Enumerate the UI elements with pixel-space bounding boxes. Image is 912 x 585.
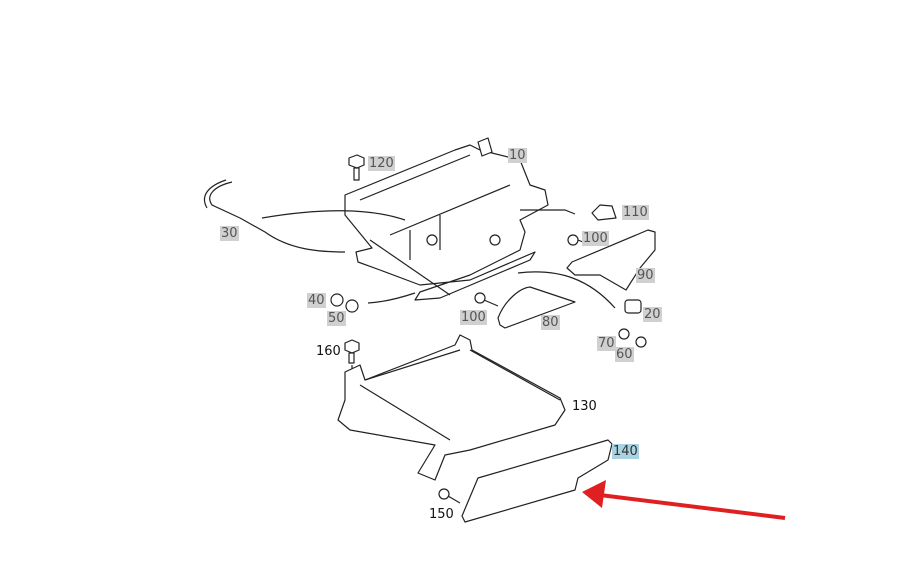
- label-70[interactable]: 70: [597, 336, 616, 351]
- label-130[interactable]: 130: [572, 399, 597, 414]
- lower-seat-frame-130: [337, 334, 566, 481]
- screw-100-lower: [474, 292, 499, 307]
- label-110[interactable]: 110: [622, 205, 649, 220]
- cover-90: [566, 229, 656, 291]
- label-20[interactable]: 20: [643, 307, 662, 322]
- parts-20-70-60: [618, 299, 647, 348]
- label-120[interactable]: 120: [368, 156, 395, 171]
- cover-80: [497, 286, 576, 329]
- part-110: [591, 204, 617, 221]
- upper-seat-frame: [344, 137, 576, 301]
- label-30[interactable]: 30: [220, 226, 239, 241]
- pointer-arrow-icon: [582, 480, 786, 520]
- bushing-40-50: [330, 293, 359, 313]
- cover-140: [461, 439, 613, 523]
- label-50[interactable]: 50: [327, 311, 346, 326]
- screw-150: [438, 488, 461, 504]
- label-140-highlighted[interactable]: 140: [612, 444, 639, 459]
- label-160[interactable]: 160: [316, 344, 341, 359]
- label-150[interactable]: 150: [429, 507, 454, 522]
- label-100-upper[interactable]: 100: [582, 231, 609, 246]
- label-60[interactable]: 60: [615, 347, 634, 362]
- bolt-120: [348, 154, 365, 181]
- label-100-lower[interactable]: 100: [460, 310, 487, 325]
- label-10[interactable]: 10: [508, 148, 527, 163]
- label-90[interactable]: 90: [636, 268, 655, 283]
- label-80[interactable]: 80: [541, 315, 560, 330]
- cable-30: [209, 181, 346, 253]
- label-40[interactable]: 40: [307, 293, 326, 308]
